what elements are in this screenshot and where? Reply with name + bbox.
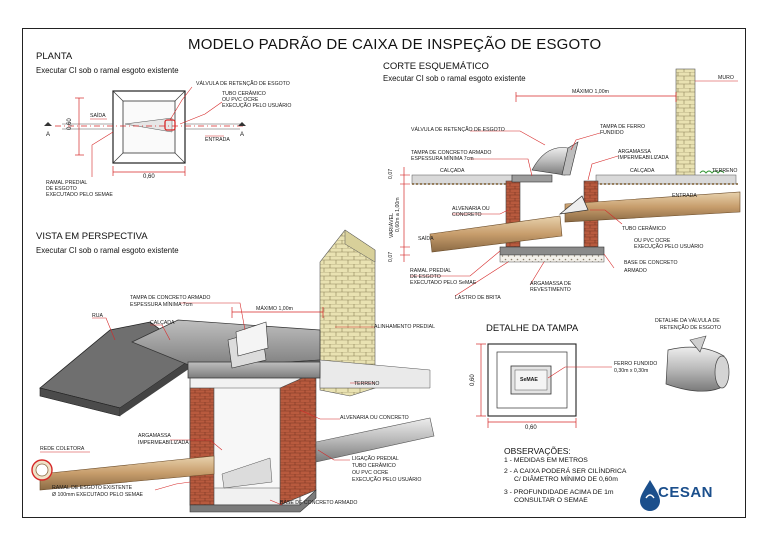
tampa-marca: SeMAE [520,377,538,383]
planta-section-a-left: A [46,132,51,138]
obs-heading: OBSERVAÇÕES: [504,446,571,456]
persp-rede-label: REDE COLETORA [40,446,85,452]
tampa-dim-height: 0,60 [470,374,476,386]
persp-tampa-2: ESPESSURA MÍNIMA 7cm [130,302,193,308]
corte-tubo-3: EXECUÇÃO PELO USUÁRIO [634,244,704,250]
corte-saida-label: SAÍDA [418,236,434,242]
persp-ramal-2: Ø 100mm EXECUTADO PELO SEMAE [52,492,143,498]
corte-tampa-conc-1: TAMPA DE CONCRETO ARMADO [411,150,492,156]
obs-item-2b: C/ DIÂMETRO MÍNIMO DE 0,60m [514,476,618,483]
corte-dim-07-top: 0,07 [388,168,394,179]
corte-ramal-2: DE ESGOTO [410,274,441,280]
planta-subtitle: Executar CI sob o ramal esgoto existente [36,66,179,75]
planta-section-a-right: A [240,132,245,138]
tampa-drawing [476,343,612,428]
corte-entrada-label: ENTRADA [672,193,697,199]
corte-arg-rev-2: REVESTIMENTO [530,287,571,293]
obs-item-1: 1 - MEDIDAS EM METROS [504,457,588,464]
planta-tubo-label-3: EXECUÇÃO PELO USUÁRIO [222,103,292,109]
planta-heading: PLANTA [36,51,73,62]
corte-valvula-label: VÁLVULA DE RETENÇÃO DE ESGOTO [411,127,505,133]
corte-tubo-1: TUBO CERÂMICO [622,226,666,232]
persp-ligacao-3: OU PVC OCRE [352,470,389,476]
persp-argamassa-1: ARGAMASSA [138,433,171,439]
perspectiva-subtitle: Executar CI sob o ramal esgoto existente [36,246,179,255]
persp-alinhamento-label: ALINHAMENTO PREDIAL [374,324,436,330]
cesan-logo-text: CESAN [658,484,714,501]
persp-tampa-1: TAMPA DE CONCRETO ARMADO [130,295,211,301]
corte-ramal-1: RAMAL PREDIAL [410,268,452,274]
tampa-ferro-2: 0,30m x 0,30m [614,368,649,374]
corte-calcada-left: CALÇADA [440,168,465,174]
persp-ligacao-4: EXECUÇÃO PELO USUÁRIO [352,477,422,483]
tampa-heading: DETALHE DA TAMPA [486,323,579,334]
obs-item-3b: CONSULTAR O SEMAE [514,497,588,504]
persp-maximo-label: MÁXIMO 1,00m [256,306,293,312]
persp-argamassa-2: IMPERMEABILIZADA [138,440,189,446]
planta-dim-height: 0,60 [67,118,73,130]
planta-ramal-label-1: RAMAL PREDIAL [46,180,88,186]
obs-item-3a: 3 - PROFUNDIDADE ACIMA DE 1m [504,489,614,496]
planta-valvula-label: VÁLVULA DE RETENÇÃO DE ESGOTO [196,81,290,87]
corte-lastro-label: LASTRO DE BRITA [455,295,501,301]
persp-terreno-label: TERRENO [354,381,380,387]
planta-drawing [44,86,246,177]
corte-tampa-ferro-1: TAMPA DE FERRO [600,124,646,130]
planta-tubo-label-2: OU PVC OCRE [222,97,259,103]
persp-ligacao-1: LIGAÇÃO PREDIAL [352,456,399,462]
perspectiva-heading: VISTA EM PERSPECTIVA [36,231,148,242]
corte-subtitle: Executar CI sob o ramal esgoto existente [383,74,526,83]
corte-base-1: BASE DE CONCRETO [624,260,678,266]
planta-ramal-label-3: EXECUTADO PELO SEMAE [46,192,113,198]
page-title: MODELO PADRÃO DE CAIXA DE INSPEÇÃO DE ES… [188,36,602,53]
planta-tubo-label-1: TUBO CERÂMICO [222,91,266,97]
persp-calcada-label: CALÇADA [150,320,175,326]
valvula-detalhe-1: DETALHE DA VÁLVULA DE [655,318,720,324]
corte-tampa-conc-2: ESPESSURA MÍNIMA 7cm [411,156,474,162]
persp-alvenaria-label: ALVENARIA OU CONCRETO [340,415,409,421]
corte-ramal-3: EXECUTADO PELO SeMAE [410,280,477,286]
corte-muro-label: MURO [718,75,734,81]
planta-ramal-label-2: DE ESGOTO [46,186,77,192]
corte-drawing [400,68,741,297]
corte-arg-rev-1: ARGAMASSA DE [530,281,572,287]
planta-entrada-label: ENTRADA [205,137,230,143]
corte-heading: CORTE ESQUEMÁTICO [383,61,489,72]
corte-maximo-label: MÁXIMO 1,00m [572,89,609,95]
corte-dim-07-bottom: 0,07 [388,251,394,262]
corte-variavel-range: 0,60m a 1,00m [395,197,401,232]
corte-base-2: ARMADO [624,268,647,274]
persp-ligacao-2: TUBO CERÂMICO [352,463,396,469]
cesan-logo-icon [640,480,660,511]
planta-saida-label: SAÍDA [90,113,106,119]
persp-rua-label: RUA [92,313,103,319]
valvula-detalhe-drawing [665,335,730,392]
corte-alvenaria-2: CONCRETO [452,212,482,218]
corte-argamassa-imp-2: IMPERMEABILIZADA [618,155,669,161]
corte-alvenaria-1: ALVENARIA OU [452,206,490,212]
corte-calcada-right: CALÇADA [630,168,655,174]
persp-base-label: BASE DE CONCRETO ARMADO [280,500,358,506]
valvula-detalhe-2: RETENÇÃO DE ESGOTO [660,325,722,331]
corte-terreno-label: TERRENO [712,168,738,174]
corte-tubo-2: OU PVC OCRE [634,238,671,244]
drawing-frame [22,28,746,518]
persp-ramal-1: RAMAL DE ESGOTO EXISTENTE [52,485,133,491]
planta-dim-width: 0,60 [143,174,155,180]
perspectiva-drawing [31,229,435,513]
corte-argamassa-imp-1: ARGAMASSA [618,149,651,155]
obs-item-2a: 2 - A CAIXA PODERÁ SER CILÍNDRICA [504,468,627,475]
tampa-dim-width: 0,60 [525,425,537,431]
corte-tampa-ferro-2: FUNDIDO [600,130,624,136]
tampa-ferro-1: FERRO FUNDIDO [614,361,658,367]
